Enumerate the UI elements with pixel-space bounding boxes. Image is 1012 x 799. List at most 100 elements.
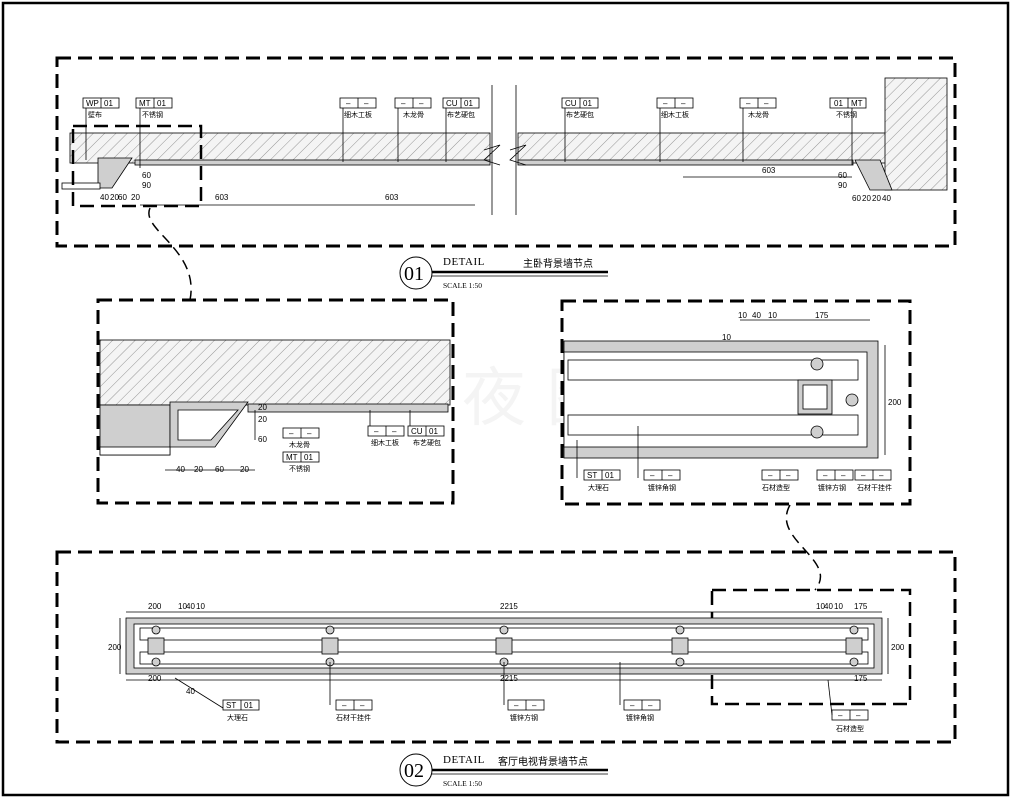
- svg-text:主卧背景墙节点: 主卧背景墙节点: [523, 257, 593, 270]
- svg-text:木龙骨: 木龙骨: [289, 440, 310, 449]
- svg-text:60: 60: [838, 171, 847, 180]
- svg-text:60: 60: [142, 171, 151, 180]
- svg-text:10: 10: [196, 602, 205, 611]
- svg-text:木龙骨: 木龙骨: [748, 110, 769, 119]
- svg-text:–: –: [364, 99, 369, 108]
- svg-text:不锈钢: 不锈钢: [289, 464, 310, 473]
- svg-text:–: –: [360, 701, 365, 710]
- svg-text:01: 01: [157, 99, 166, 108]
- svg-text:175: 175: [815, 311, 829, 320]
- svg-text:–: –: [764, 99, 769, 108]
- material-tag: CU 01 布艺硬包: [442, 97, 480, 162]
- svg-text:200: 200: [148, 602, 162, 611]
- material-tag: – – 石材干挂件: [854, 469, 892, 492]
- svg-text:01: 01: [104, 99, 113, 108]
- svg-text:–: –: [342, 701, 347, 710]
- svg-text:20: 20: [131, 193, 140, 202]
- svg-text:ST: ST: [226, 701, 236, 710]
- detail-02-frame: [55, 550, 957, 744]
- material-tag: – – 石材造型: [761, 469, 799, 492]
- svg-text:10: 10: [178, 602, 187, 611]
- corner-detail-left: [97, 157, 133, 189]
- svg-text:木龙骨: 木龙骨: [403, 110, 424, 119]
- svg-text:200: 200: [888, 398, 902, 407]
- svg-text:细木工板: 细木工板: [661, 110, 689, 119]
- svg-text:大理石: 大理石: [227, 713, 248, 722]
- svg-text:10: 10: [722, 333, 731, 342]
- svg-text:DETAIL: DETAIL: [443, 754, 485, 766]
- svg-text:20: 20: [862, 194, 871, 203]
- svg-text:–: –: [841, 471, 846, 480]
- svg-text:–: –: [856, 711, 861, 720]
- svg-text:10: 10: [768, 311, 777, 320]
- svg-text:200: 200: [891, 643, 905, 652]
- material-tag: – – 木龙骨: [394, 97, 432, 162]
- svg-text:40: 40: [752, 311, 761, 320]
- svg-text:镀锌方钢: 镀锌方钢: [818, 483, 846, 492]
- svg-text:–: –: [823, 471, 828, 480]
- svg-text:壁布: 壁布: [88, 110, 102, 119]
- svg-text:不锈钢: 不锈钢: [836, 110, 857, 119]
- svg-text:–: –: [374, 427, 379, 436]
- wall-hatch-left: [69, 132, 491, 164]
- detail-01-panel: 40 20 60 20 603 603 603 60 90 60 20 20 4…: [55, 56, 957, 290]
- svg-text:603: 603: [762, 166, 776, 175]
- svg-text:90: 90: [838, 181, 847, 190]
- svg-text:40: 40: [186, 687, 195, 696]
- svg-text:01: 01: [304, 453, 313, 462]
- svg-text:10: 10: [834, 602, 843, 611]
- svg-text:200: 200: [148, 674, 162, 683]
- svg-text:2215: 2215: [500, 674, 518, 683]
- svg-text:ST: ST: [587, 471, 597, 480]
- material-tag: – – 木龙骨: [282, 427, 320, 449]
- svg-text:CU: CU: [411, 427, 423, 436]
- detail-02-tags: ST 01 大理石 – – 石材干挂件 – – 镀锌方钢: [174, 662, 869, 733]
- svg-text:10: 10: [738, 311, 747, 320]
- enlarged-left-tags: – – 木龙骨 MT 01 不锈钢 – – 细木工板: [282, 410, 445, 473]
- svg-text:40: 40: [824, 602, 833, 611]
- svg-text:01: 01: [583, 99, 592, 108]
- dimensions-detail-01: 40 20 60 20 603 603 603 60 90 60 20 20 4…: [100, 166, 891, 203]
- material-tag: WP 01 壁布: [82, 97, 120, 160]
- material-tag: – – 镀锌方钢: [816, 469, 854, 492]
- svg-text:–: –: [419, 99, 424, 108]
- svg-text:20: 20: [258, 403, 267, 412]
- svg-text:–: –: [681, 99, 686, 108]
- detail-01-tags: WP 01 壁布 MT 01 不锈钢 – – 细木工板: [82, 97, 867, 168]
- dimensions-enlarged-left: 40 20 60 20 60 20 20: [176, 403, 267, 474]
- material-tag: – – 细木工板: [656, 97, 694, 162]
- dimensions-detail-02: 200 10 40 10 2215 10 40 10 175 200 200 2…: [108, 602, 905, 696]
- svg-text:MT: MT: [851, 99, 863, 108]
- material-tag: – – 镀锌角钢: [619, 662, 661, 722]
- svg-text:2215: 2215: [500, 602, 518, 611]
- svg-text:CU: CU: [446, 99, 458, 108]
- svg-text:20: 20: [110, 193, 119, 202]
- svg-text:–: –: [532, 701, 537, 710]
- svg-text:MT: MT: [286, 453, 298, 462]
- svg-text:–: –: [648, 701, 653, 710]
- detail-01-title-block: 01 DETAIL 主卧背景墙节点 SCALE 1:50: [399, 256, 608, 290]
- enlarged-left-wall: [99, 339, 451, 406]
- svg-text:石材造型: 石材造型: [836, 724, 864, 733]
- material-tag: – – 细木工板: [367, 410, 405, 447]
- svg-text:01: 01: [464, 99, 473, 108]
- svg-text:40: 40: [100, 193, 109, 202]
- svg-text:01: 01: [605, 471, 614, 480]
- svg-text:60: 60: [118, 193, 127, 202]
- finish-layer-left: [134, 159, 491, 166]
- svg-text:–: –: [346, 99, 351, 108]
- svg-text:–: –: [630, 701, 635, 710]
- svg-text:603: 603: [215, 193, 229, 202]
- svg-text:10: 10: [816, 602, 825, 611]
- svg-text:–: –: [650, 471, 655, 480]
- material-tag: – – 细木工板: [339, 97, 377, 162]
- material-tag: CU 01 布艺硬包: [407, 410, 445, 447]
- svg-text:60: 60: [258, 435, 267, 444]
- material-tag: – – 石材干挂件: [329, 662, 373, 722]
- svg-text:60: 60: [852, 194, 861, 203]
- svg-text:镀锌角钢: 镀锌角钢: [626, 713, 654, 722]
- material-tag: – – 石材造型: [827, 679, 869, 733]
- material-tag: MT 01 不锈钢: [282, 451, 320, 473]
- svg-text:20: 20: [258, 415, 267, 424]
